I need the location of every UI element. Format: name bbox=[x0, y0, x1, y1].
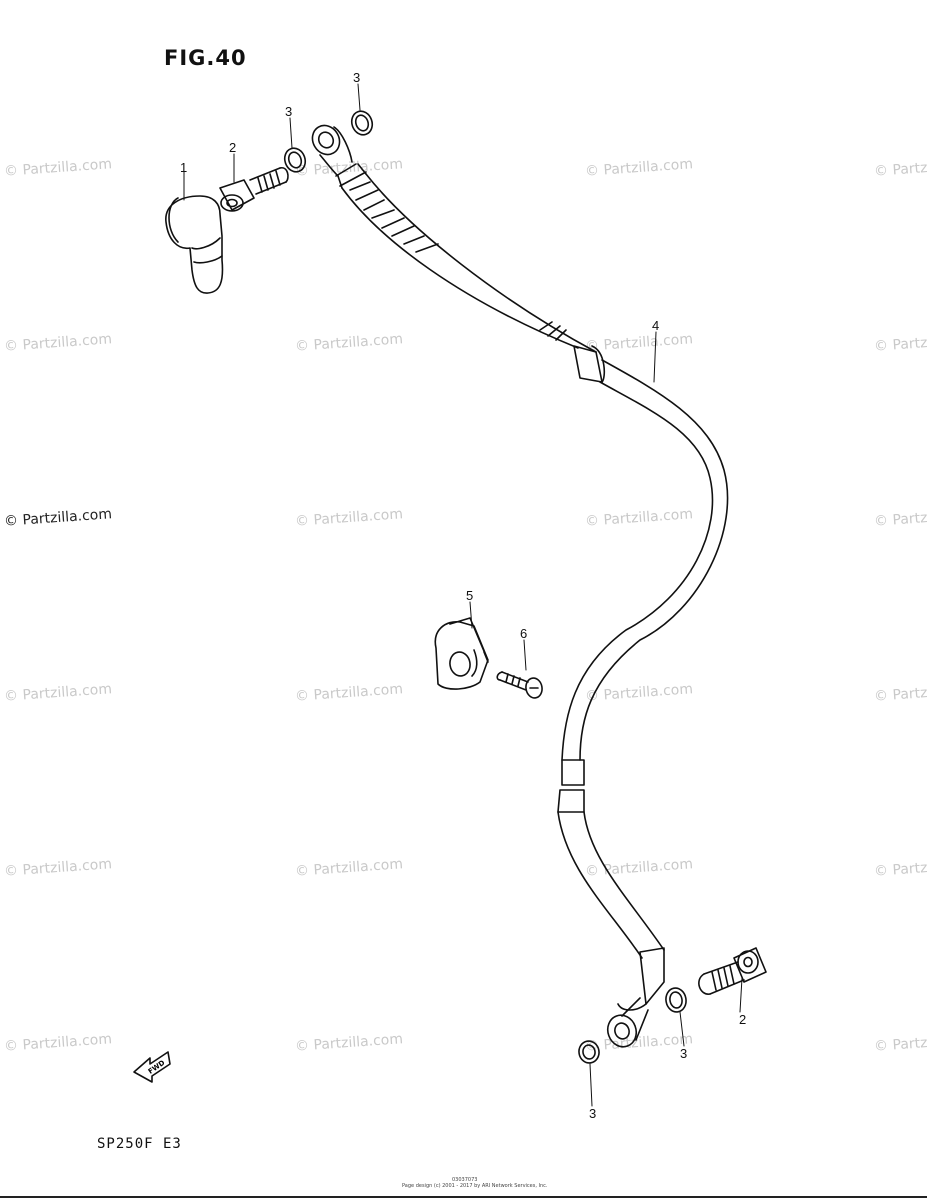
forward-arrow-icon bbox=[133, 1051, 171, 1083]
banjo-bolt-part bbox=[219, 167, 289, 212]
hose-clamp-part bbox=[434, 617, 489, 690]
callout-label: 1 bbox=[180, 160, 187, 175]
washer-part bbox=[578, 1040, 600, 1064]
footer-code: 03037073 bbox=[452, 1177, 478, 1183]
callout-label: 3 bbox=[589, 1106, 596, 1121]
callout-label: 3 bbox=[353, 70, 360, 85]
callout-label: 3 bbox=[285, 104, 292, 119]
banjo-bolt-part bbox=[698, 947, 767, 995]
footer: 03037073 Page design (c) 2001 - 2017 by … bbox=[402, 1177, 548, 1189]
washer-part bbox=[350, 110, 374, 136]
callout-label: 2 bbox=[229, 140, 236, 155]
footer-copyright: Page design (c) 2001 - 2017 by ARI Netwo… bbox=[402, 1183, 548, 1189]
callout-label: 6 bbox=[520, 626, 527, 641]
model-code: SP250F E3 bbox=[97, 1136, 182, 1152]
washer-part bbox=[283, 147, 307, 173]
callout-label: 3 bbox=[680, 1046, 687, 1061]
brake-hose-part bbox=[311, 124, 729, 1048]
washer-part bbox=[665, 987, 687, 1013]
callout-label: 5 bbox=[466, 588, 473, 603]
bottom-rule bbox=[0, 1196, 927, 1198]
screw-part bbox=[496, 671, 543, 699]
rubber-cap-part bbox=[165, 195, 224, 294]
callout-label: 4 bbox=[652, 318, 659, 333]
callout-label: 2 bbox=[739, 1012, 746, 1027]
figure-title: FIG.40 bbox=[164, 46, 247, 70]
